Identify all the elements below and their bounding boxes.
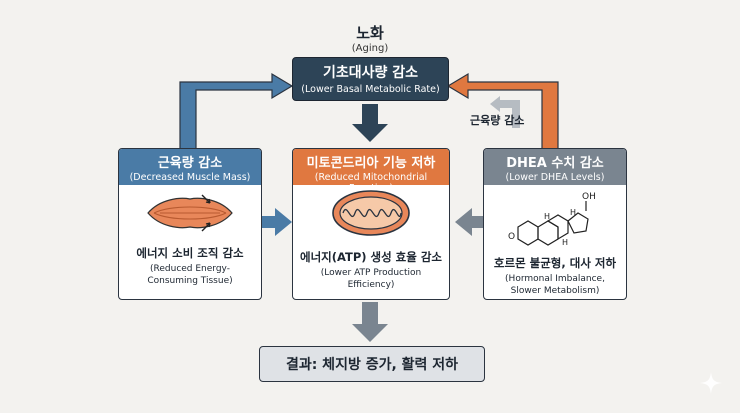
- dhea-desc-en: (Hormonal Imbalance, Slower Metabolism): [505, 274, 605, 296]
- dhea-card: DHEA 수치 감소 (Lower DHEA Levels) OH H H H …: [483, 148, 627, 300]
- muscle-card: 근육량 감소 (Decreased Muscle Mass) 에너지 소비 조직…: [118, 148, 262, 300]
- bmr-box: 기초대사량 감소 (Lower Basal Metabolic Rate): [292, 57, 449, 101]
- top-title: 노화: [356, 24, 384, 42]
- dhea-desc: 호르몬 불균형, 대사 저하: [493, 256, 617, 270]
- molecule-h-label-1: H: [544, 212, 550, 221]
- muscle-icon: [147, 194, 233, 232]
- side-label: 근육량 감소: [470, 114, 525, 127]
- mito-card: 미토콘드리아 기능 저하 (Reduced Mitochondrial Func…: [292, 148, 450, 300]
- arrow-bmr-to-mito: [352, 104, 388, 142]
- muscle-card-header: 근육량 감소 (Decreased Muscle Mass): [119, 149, 261, 185]
- muscle-desc: 에너지 소비 조직 감소: [136, 246, 244, 260]
- muscle-desc-en: (Reduced Energy-Consuming Tissue): [147, 264, 233, 286]
- arrow-dhea-to-mito: [455, 208, 485, 236]
- muscle-title: 근육량 감소: [157, 156, 223, 171]
- dhea-title: DHEA 수치 감소: [506, 156, 604, 171]
- bmr-subtitle: (Lower Basal Metabolic Rate): [301, 84, 440, 95]
- molecule-h-label-3: H: [570, 208, 576, 217]
- steroid-molecule-icon: OH H H H O: [508, 192, 596, 247]
- muscle-subtitle: (Decreased Muscle Mass): [129, 172, 251, 183]
- arrow-small-up: [490, 96, 520, 128]
- result-text: 결과: 체지방 증가, 활력 저하: [285, 357, 459, 373]
- top-title-group: 노화 (Aging): [300, 22, 440, 54]
- arrow-mito-to-result: [352, 302, 388, 342]
- arrow-dhea-to-bmr: [446, 72, 559, 151]
- mito-desc-en: (Lower ATP Production Efficiency): [320, 268, 422, 290]
- mito-subtitle: (Reduced Mitochondrial Function): [314, 172, 428, 194]
- dhea-card-body: OH H H H O 호르몬 불균형, 대사 저하 (Hormonal Imba…: [484, 185, 626, 297]
- dhea-card-header: DHEA 수치 감소 (Lower DHEA Levels): [484, 149, 626, 185]
- bmr-title: 기초대사량 감소: [322, 65, 419, 81]
- muscle-card-body: 에너지 소비 조직 감소 (Reduced Energy-Consuming T…: [119, 185, 261, 287]
- molecule-o-label: O: [508, 232, 515, 242]
- mito-desc: 에너지(ATP) 생성 효율 감소: [299, 250, 443, 264]
- mito-card-header: 미토콘드리아 기능 저하 (Reduced Mitochondrial Func…: [293, 149, 449, 194]
- result-box: 결과: 체지방 증가, 활력 저하: [259, 346, 485, 382]
- arrow-muscle-to-mito: [262, 208, 292, 236]
- molecule-h-label-2: H: [562, 238, 568, 247]
- top-subtitle: (Aging): [351, 43, 389, 54]
- sparkle-icon: [700, 372, 722, 394]
- mito-card-body: 에너지(ATP) 생성 효율 감소 (Lower ATP Production …: [293, 185, 449, 291]
- dhea-subtitle: (Lower DHEA Levels): [505, 172, 605, 183]
- mito-title: 미토콘드리아 기능 저하: [306, 156, 436, 171]
- molecule-oh-label: OH: [582, 192, 596, 202]
- arrow-muscle-to-bmr: [179, 72, 294, 151]
- mitochondria-icon: [332, 190, 410, 236]
